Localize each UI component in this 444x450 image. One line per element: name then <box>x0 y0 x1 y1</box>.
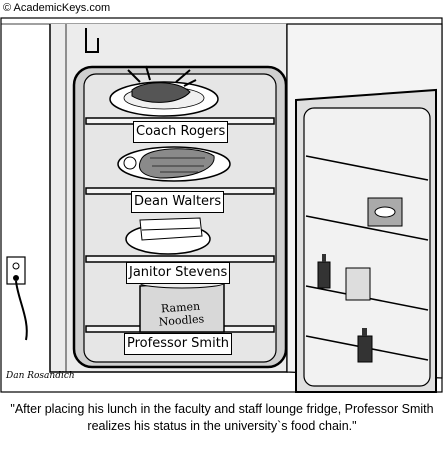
artist-signature: Dan Rosandich <box>6 371 75 381</box>
lobster-plate <box>109 65 219 117</box>
steak-plate <box>117 146 231 182</box>
label-professor-smith: Professor Smith <box>124 333 233 355</box>
copyright-text: © AcademicKeys.com <box>3 2 111 14</box>
label-dean-walters: Dean Walters <box>131 191 225 213</box>
cartoon-caption: "After placing his lunch in the faculty … <box>10 402 434 433</box>
label-janitor-stevens: Janitor Stevens <box>126 262 231 284</box>
label-coach-rogers: Coach Rogers <box>133 121 229 143</box>
fridge-door <box>295 88 437 393</box>
wall-outlet <box>6 256 26 285</box>
sandwich-plate <box>125 217 211 255</box>
